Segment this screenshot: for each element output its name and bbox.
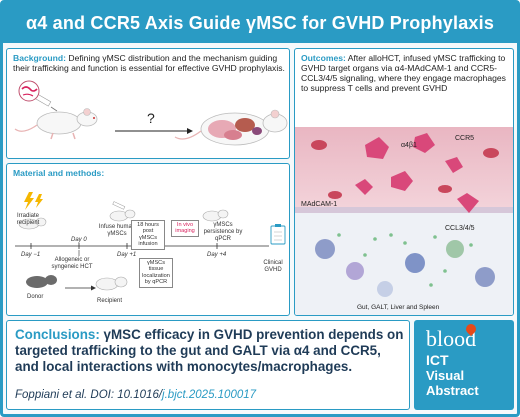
day-minus1: Day −1 bbox=[21, 252, 41, 258]
irradiation-icon bbox=[24, 192, 43, 210]
endothelium bbox=[295, 207, 513, 213]
mouse-infuse-icon bbox=[109, 201, 136, 222]
macrophage-icon bbox=[315, 239, 495, 297]
methods-panel: Material and methods: bbox=[6, 163, 290, 316]
page-title: α4 and CCR5 Axis Guide γMSC for GVHD Pro… bbox=[25, 12, 495, 33]
organs-label: Gut, GALT, Liver and Spleen bbox=[357, 304, 440, 311]
day-0: Day 0 bbox=[71, 237, 87, 243]
tissue-box: γMSCs tissue localization by qPCR bbox=[139, 258, 173, 288]
hct-label: Allogeneic or syngeneic HCT bbox=[51, 257, 93, 270]
ccr5-label: CCR5 bbox=[455, 135, 475, 142]
migrating-msc-icon bbox=[457, 193, 479, 213]
rbc-icon bbox=[311, 140, 499, 199]
msc-cell-icon bbox=[355, 133, 463, 195]
doi-link[interactable]: j.bjct.2025.100017 bbox=[162, 389, 257, 401]
title-bar: α4 and CCR5 Axis Guide γMSC for GVHD Pro… bbox=[3, 3, 517, 43]
clinical-gvhd-label: Clinical GVHD bbox=[263, 260, 283, 273]
hours-box: 18 hours post γMSCs infusion bbox=[131, 220, 165, 250]
infuse-label: Infuse human γMSCs bbox=[98, 224, 136, 237]
persistence-label: γMSCs persistence by qPCR bbox=[203, 222, 243, 242]
clipboard-icon bbox=[270, 224, 286, 245]
mouse-left-icon bbox=[14, 108, 98, 140]
conclusions-text: Conclusions: γMSC efficacy in GVHD preve… bbox=[15, 327, 404, 374]
outcomes-illustration bbox=[295, 127, 513, 315]
invivo-box: In vivo imaging bbox=[171, 220, 199, 237]
methods-heading: Material and methods: bbox=[13, 168, 105, 178]
mouse-persistence-icon bbox=[202, 209, 229, 222]
donor-label: Donor bbox=[27, 294, 44, 300]
background-text: Background: Defining γMSC distribution a… bbox=[13, 53, 285, 73]
background-illustration: ? bbox=[14, 80, 288, 146]
mouse-hct-recipient-icon bbox=[95, 276, 128, 291]
tissue-area bbox=[295, 213, 513, 315]
recipient-label: Recipient bbox=[97, 298, 123, 304]
irradiate-label: Irradiate recipient bbox=[16, 213, 40, 226]
methods-timeline bbox=[15, 192, 286, 291]
conclusions-panel: Conclusions: γMSC efficacy in GVHD preve… bbox=[6, 320, 410, 410]
day-plus1: Day +1 bbox=[117, 252, 137, 258]
brand-ict: ICT bbox=[426, 352, 449, 368]
citation: Foppiani et al. DOI: 10.1016/j.bjct.2025… bbox=[15, 389, 257, 401]
cells-magnified-icon bbox=[18, 80, 40, 102]
outcomes-text: Outcomes: After alloHCT, infused γMSC tr… bbox=[301, 53, 506, 93]
ccl-label: CCL3/4/5 bbox=[445, 225, 475, 232]
a4b1-label: α4β1 bbox=[401, 142, 417, 149]
outcomes-panel: Outcomes: After alloHCT, infused γMSC tr… bbox=[294, 48, 514, 316]
chemokine-dots-icon bbox=[337, 233, 473, 287]
mouse-recipient-icon bbox=[18, 217, 47, 230]
mouse-donor-icon bbox=[26, 275, 57, 288]
background-panel: Background: Defining γMSC distribution a… bbox=[6, 48, 290, 159]
svg-text:?: ? bbox=[147, 110, 155, 126]
vessel-lumen bbox=[295, 127, 513, 209]
mouse-organs-icon bbox=[174, 109, 288, 146]
day-plus4: Day +4 bbox=[207, 252, 227, 258]
madcam-label: MAdCAM-1 bbox=[301, 201, 338, 208]
